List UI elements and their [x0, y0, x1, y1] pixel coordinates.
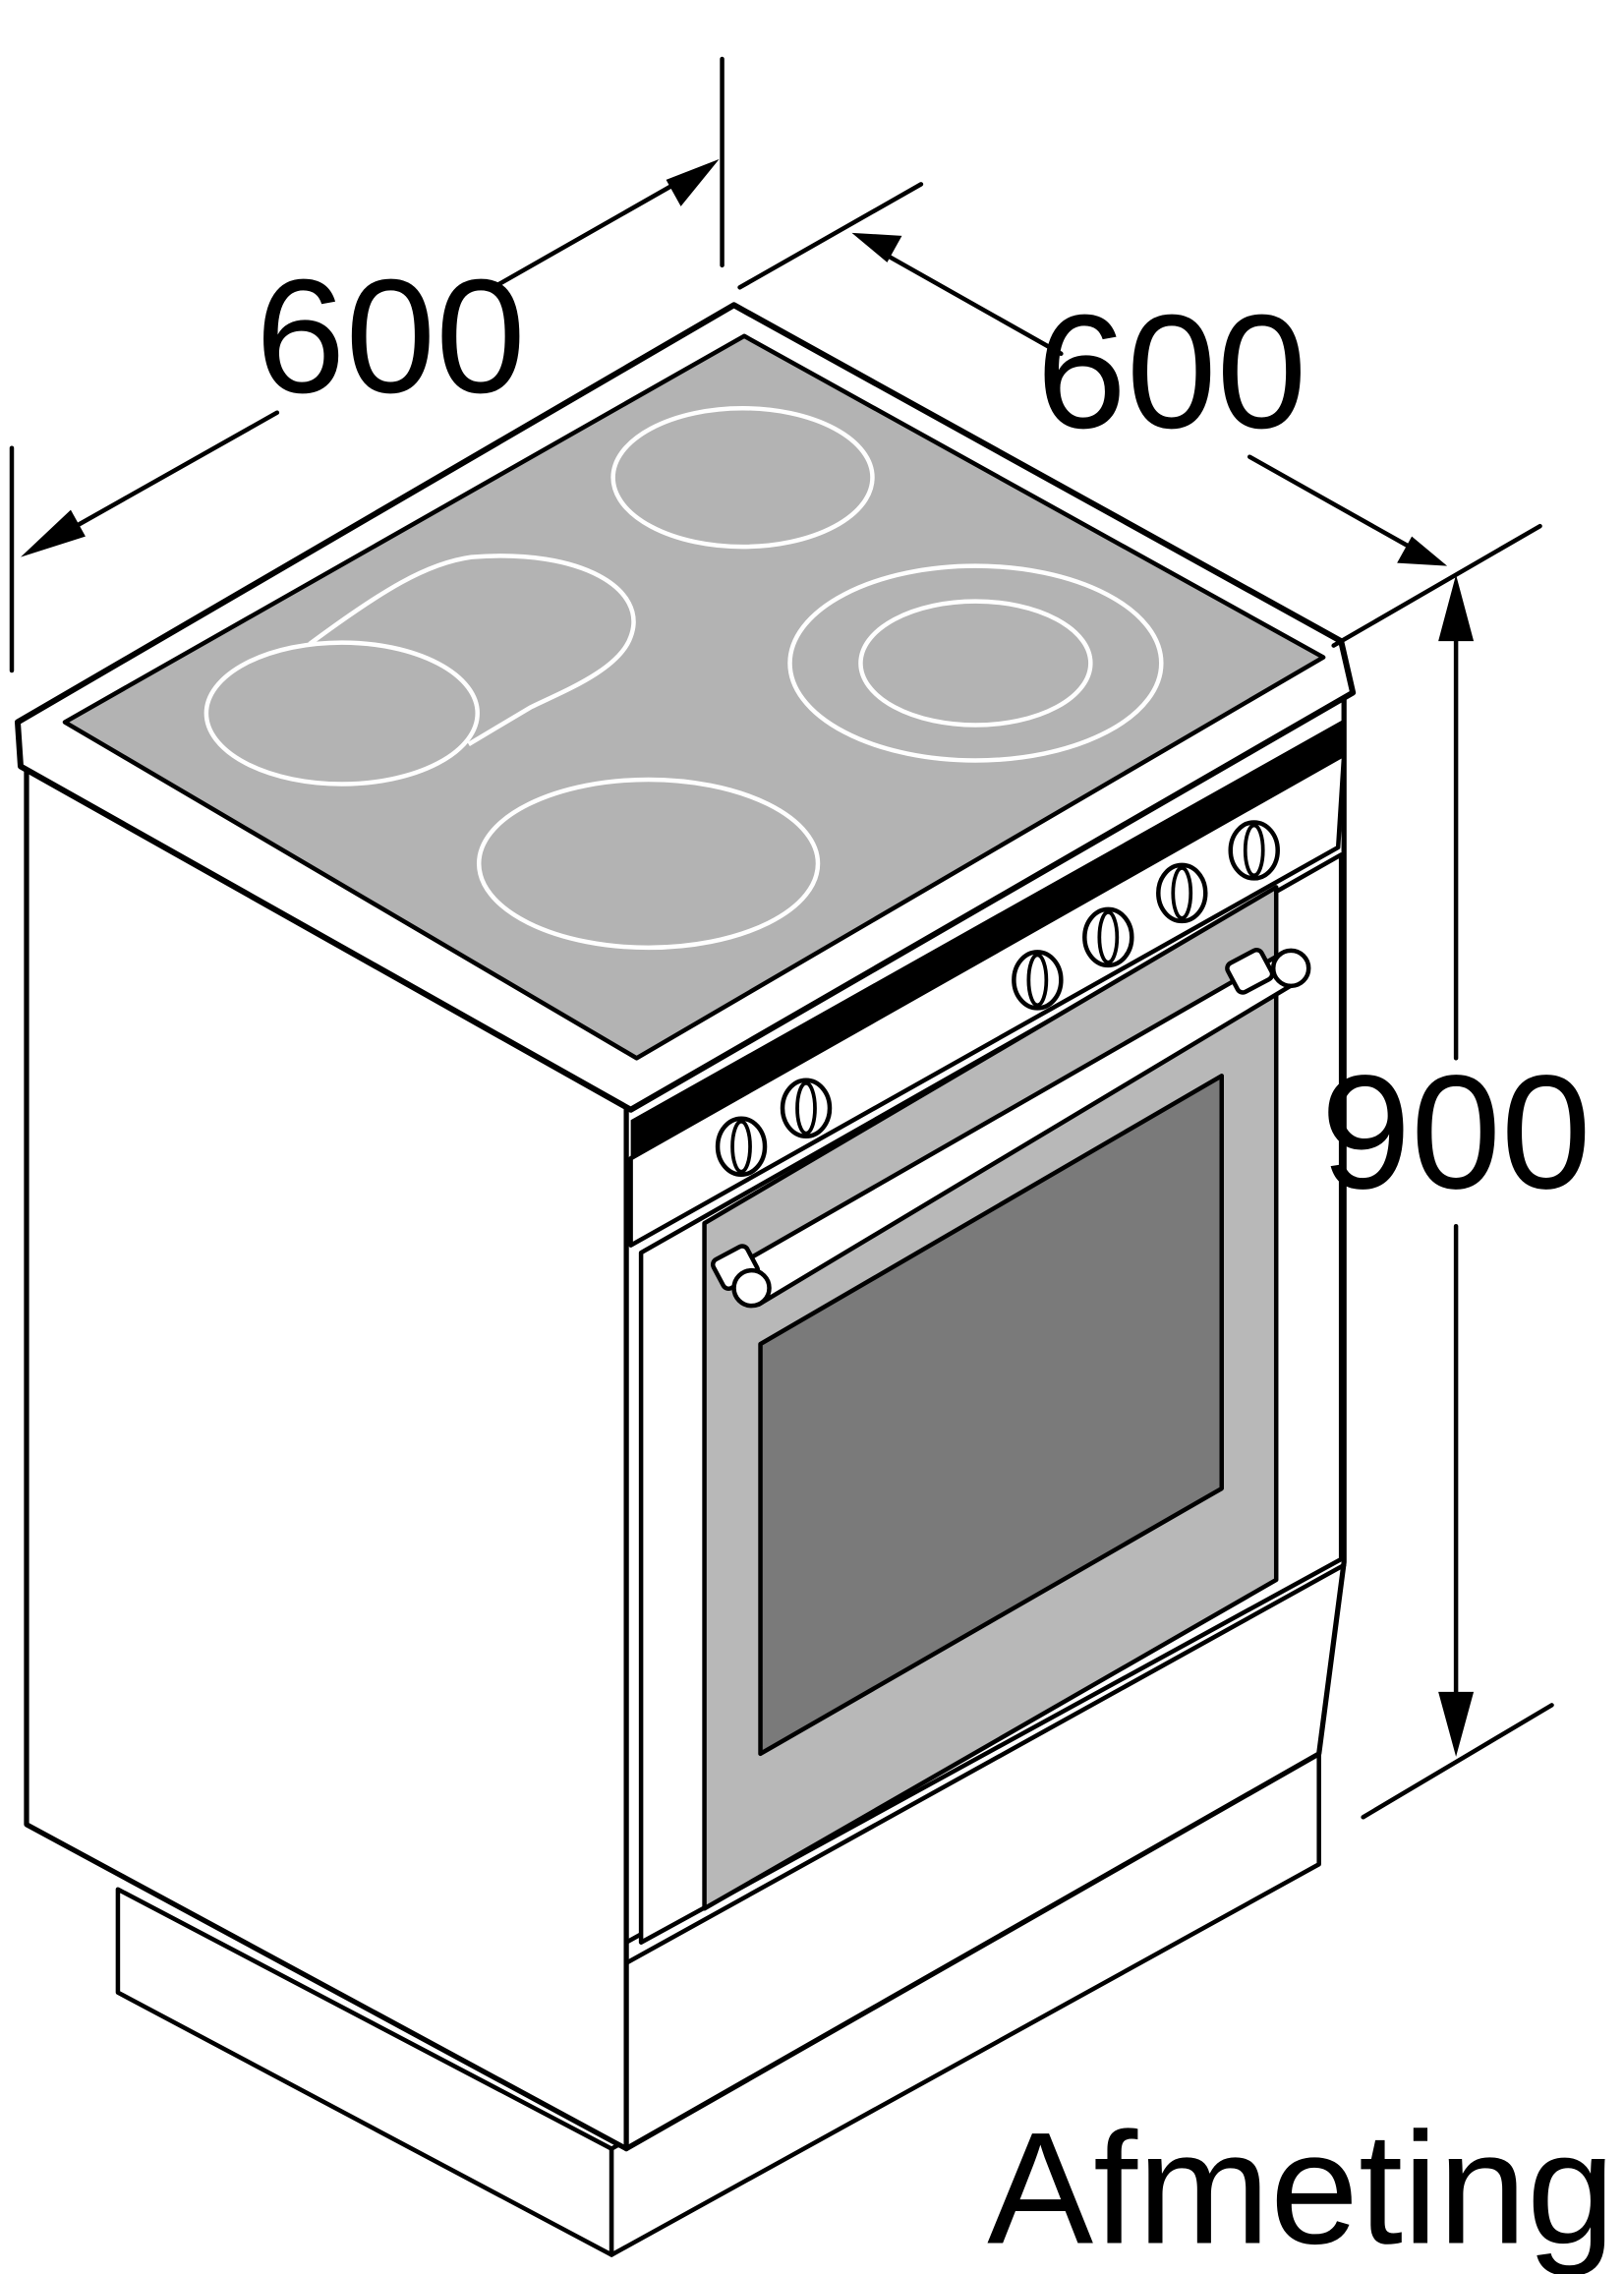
- control-knob-5: [1156, 862, 1208, 924]
- control-knob-1: [715, 1116, 768, 1177]
- height-label: 900: [1321, 1041, 1592, 1222]
- depth-label: 600: [1036, 281, 1306, 462]
- oven-door: [638, 852, 1344, 1945]
- width-label: 600: [256, 246, 526, 427]
- control-knob-6: [1228, 820, 1280, 881]
- oven-handle: [710, 948, 1311, 1309]
- cooking-zone-back-right: [610, 405, 875, 550]
- cooking-zone-left: [203, 640, 480, 787]
- cooking-zone-dual-inner: [858, 599, 1093, 728]
- arrow-head-top: [1438, 574, 1475, 642]
- arrow-head-bottom: [1438, 1691, 1475, 1757]
- cooking-zone-extended-left: [308, 554, 636, 746]
- control-knob-3: [1012, 950, 1064, 1011]
- ceramic-glass: [62, 333, 1326, 1061]
- extension-line-bottom: [1361, 1703, 1554, 1820]
- dimension-height: [1361, 574, 1554, 1820]
- oven-window: [758, 1074, 1224, 1757]
- dimension-depth: [737, 182, 1542, 648]
- cooking-zone-front: [476, 777, 821, 951]
- cooking-zone-dual-outer: [787, 563, 1164, 763]
- control-panel: [628, 719, 1347, 1248]
- dimension-width: [9, 56, 725, 673]
- arrow-head-back: [851, 232, 902, 262]
- control-knob-2: [780, 1078, 833, 1138]
- arrow-head-right: [666, 158, 720, 206]
- control-knob-4: [1082, 906, 1134, 968]
- arrow-head-left: [20, 509, 86, 557]
- extension-line-front: [1331, 523, 1542, 648]
- caption: Afmeting: [987, 2100, 1615, 2274]
- arrow-head-front: [1397, 536, 1448, 566]
- extension-line-back: [737, 182, 924, 290]
- control-strip-black: [630, 719, 1345, 1159]
- cooktop: [14, 302, 1357, 1113]
